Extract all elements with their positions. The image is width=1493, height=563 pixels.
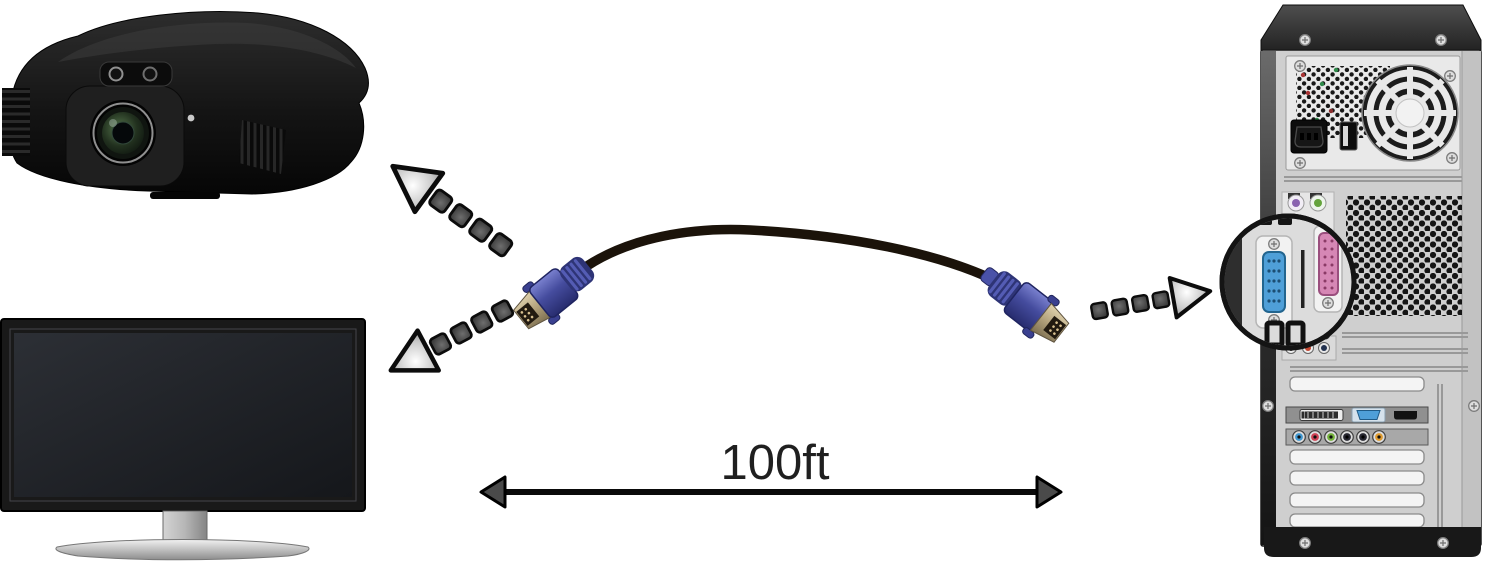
pc-expansion-slots [1285, 376, 1429, 528]
monitor-screen [14, 333, 352, 497]
pc-bottom-band [1264, 527, 1481, 557]
pc-divider-lines [1284, 176, 1462, 182]
projector-indicator-dot [187, 114, 195, 122]
expansion-slot-cover [1289, 376, 1425, 392]
projector-top-controls [99, 61, 173, 87]
pc-right-column [1462, 51, 1481, 545]
dvi-port [1299, 409, 1344, 421]
magnified-parallel-port [1313, 225, 1343, 313]
arrow-to-projector [379, 147, 522, 269]
monitor-stand-base [55, 539, 310, 561]
arrow-to-monitor [380, 287, 520, 390]
cable-jacket [582, 224, 999, 285]
pc-power-switch [1339, 121, 1358, 151]
pc-top-cap [1260, 4, 1482, 58]
projector-side-vent-left [2, 88, 30, 156]
expansion-slot-cover [1289, 449, 1425, 465]
audio-jacks [1292, 430, 1386, 444]
magnified-vga-port [1255, 235, 1293, 329]
hdmi-port [1394, 411, 1417, 420]
projector-side-vent-right [239, 120, 286, 174]
vga-port-gpu [1351, 407, 1386, 423]
expansion-slot-cover [1289, 513, 1425, 528]
length-label: 100ft [721, 436, 830, 490]
magnified-usb-ports [1264, 320, 1306, 346]
vga-port-magnifier-callout [1219, 213, 1357, 351]
length-arrowhead-right [1035, 475, 1063, 509]
pc-slot-groove-lines [1290, 332, 1468, 528]
pc-power-socket [1290, 119, 1328, 154]
length-arrowhead-left [479, 475, 507, 509]
pc-tower-image [1260, 4, 1482, 557]
vga-cable-image [512, 224, 1070, 343]
monitor-image [0, 318, 366, 561]
pc-fan-grille [1361, 64, 1459, 162]
length-indicator: 100ft [479, 436, 1063, 509]
vga-connector-right [980, 267, 1070, 343]
magnified-slot-line [1301, 250, 1305, 308]
projector-top-sheen [58, 22, 356, 68]
expansion-slot-cover [1289, 492, 1425, 508]
audio-card-bracket [1285, 428, 1429, 446]
monitor-bezel-inner-line [9, 328, 357, 502]
projector-foot [150, 192, 220, 199]
projector-image [2, 11, 369, 199]
expansion-slot-cover [1289, 470, 1425, 486]
pc-vent-dot-grid [1346, 196, 1462, 316]
arrow-to-pc-vga-port [1089, 271, 1214, 331]
vga-connector-left [512, 256, 595, 330]
graphics-card-bracket [1285, 406, 1429, 424]
projector-lens [90, 100, 156, 166]
